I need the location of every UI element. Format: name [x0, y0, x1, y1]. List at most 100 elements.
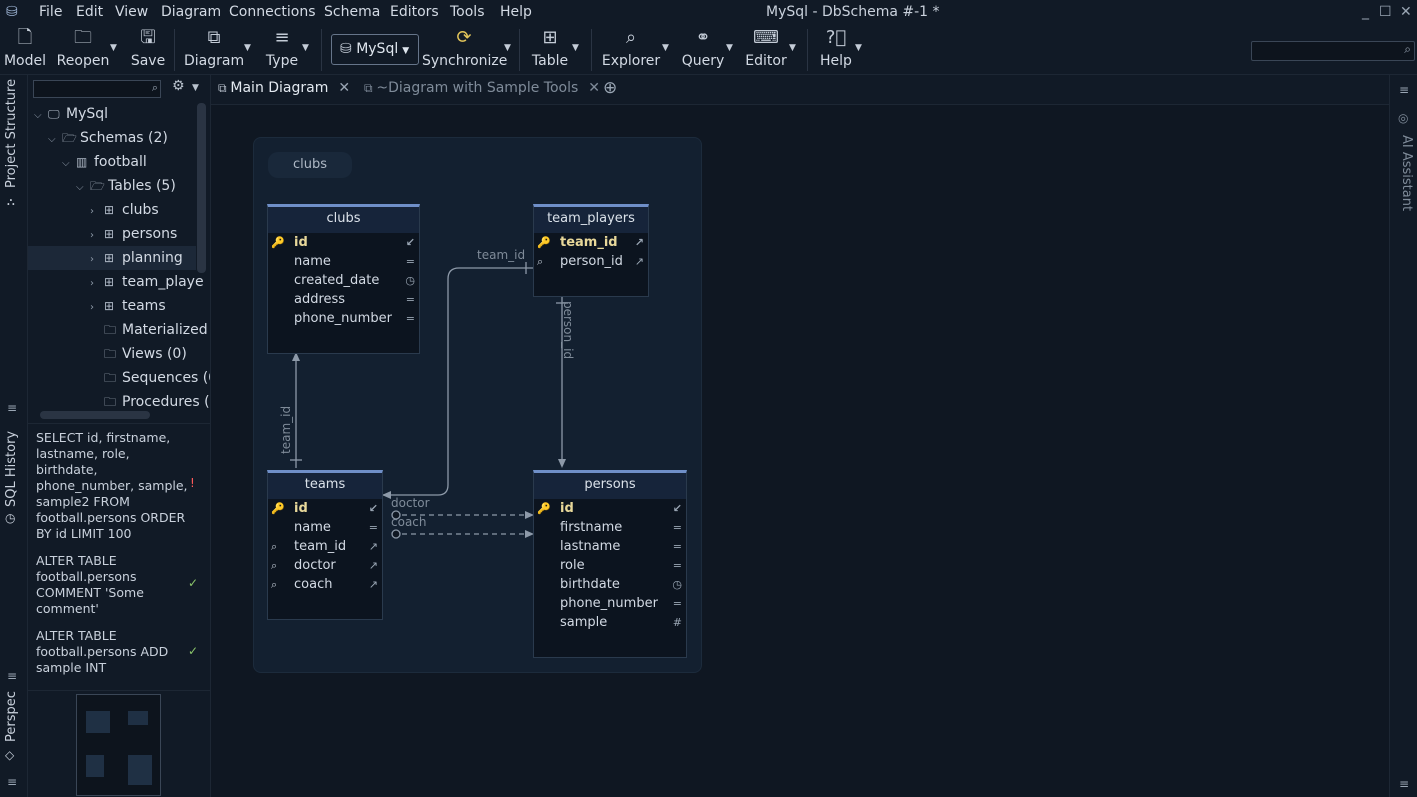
- perspectives-tab[interactable]: Perspec: [4, 691, 19, 742]
- tree-search-input[interactable]: ⌕: [33, 80, 161, 98]
- column-row[interactable]: firstname=: [560, 520, 682, 535]
- tree-horizontal-scrollbar[interactable]: [40, 411, 150, 419]
- sql-history-tab[interactable]: SQL History: [4, 430, 19, 507]
- tree-node-table-clubs[interactable]: ›⊞clubs: [90, 198, 159, 222]
- entity-title[interactable]: team_players: [534, 207, 648, 233]
- column-row[interactable]: ⌕coach↗: [271, 577, 378, 592]
- column-row[interactable]: phone_number=: [294, 311, 415, 326]
- column-row[interactable]: ⌕doctor↗: [271, 558, 378, 573]
- column-row[interactable]: birthdate◷: [560, 577, 682, 592]
- entity-clubs[interactable]: clubs 🔑id↙ name= created_date◷ address= …: [267, 204, 420, 354]
- column-row[interactable]: role=: [560, 558, 682, 573]
- tree-node-materialized-views[interactable]: 🗀Materialized V: [90, 318, 210, 342]
- query-button[interactable]: ⚭Query: [681, 27, 725, 69]
- fk-line-teamplayers-teams[interactable]: [383, 267, 533, 496]
- tree-node-tables[interactable]: ⌵🗁Tables (5): [76, 174, 176, 198]
- model-button[interactable]: 🗋Model: [3, 27, 47, 69]
- menu-lines-icon[interactable]: ≡: [1399, 83, 1410, 97]
- entity-persons[interactable]: persons 🔑id↙ firstname= lastname= role= …: [533, 470, 687, 658]
- entity-title[interactable]: teams: [268, 473, 382, 499]
- close-window-icon[interactable]: ✕: [1400, 4, 1412, 20]
- column-row[interactable]: name=: [294, 520, 378, 535]
- maximize-icon[interactable]: ☐: [1379, 4, 1392, 20]
- help-button[interactable]: ?⃝Help: [816, 25, 856, 75]
- tree-node-table-planning[interactable]: ›⊞planning: [28, 246, 196, 270]
- entity-title[interactable]: persons: [534, 473, 686, 499]
- column-row[interactable]: 🔑id↙: [271, 501, 378, 516]
- column-row[interactable]: 🔑id↙: [537, 501, 682, 516]
- menu-file[interactable]: File: [39, 4, 63, 20]
- diagram-minimap[interactable]: [76, 694, 161, 796]
- tree-node-schema-football[interactable]: ⌵▥football: [62, 150, 147, 174]
- sql-history-item[interactable]: SELECT id, firstname, lastname, role, bi…: [36, 430, 188, 541]
- save-button[interactable]: 🖫Save: [128, 25, 168, 75]
- help-dropdown-icon[interactable]: ▼: [855, 43, 862, 53]
- menu-tools[interactable]: Tools: [450, 4, 485, 20]
- column-row[interactable]: 🔑team_id↗: [537, 235, 644, 250]
- table-button[interactable]: ⊞Table: [528, 25, 572, 75]
- global-search-input[interactable]: ⌕: [1251, 41, 1415, 61]
- tree-vertical-scrollbar[interactable]: [197, 103, 206, 273]
- column-row[interactable]: created_date◷: [294, 273, 415, 288]
- column-row[interactable]: address=: [294, 292, 415, 307]
- group-label[interactable]: clubs: [268, 152, 352, 178]
- minimize-icon[interactable]: _: [1362, 4, 1369, 20]
- table-dropdown-icon[interactable]: ▼: [572, 43, 579, 53]
- diagram-button[interactable]: ⧉Diagram: [184, 27, 245, 69]
- menu-lines-icon[interactable]: ≡: [1399, 777, 1410, 791]
- diagram-dropdown-icon[interactable]: ▼: [244, 43, 251, 53]
- explorer-dropdown-icon[interactable]: ▼: [662, 43, 669, 53]
- entity-team-players[interactable]: team_players 🔑team_id↗ ⌕person_id↗: [533, 204, 649, 297]
- editor-dropdown-icon[interactable]: ▼: [789, 43, 796, 53]
- column-row[interactable]: phone_number=: [560, 596, 682, 611]
- column-row[interactable]: 🔑id↙: [271, 235, 415, 250]
- connection-select[interactable]: ⛁ MySql▼: [331, 34, 419, 65]
- column-row[interactable]: ⌕person_id↗: [537, 254, 644, 269]
- column-row[interactable]: name=: [294, 254, 415, 269]
- tree-node-views[interactable]: 🗀Views (0): [90, 342, 187, 366]
- type-dropdown-icon[interactable]: ▼: [302, 43, 309, 53]
- menu-view[interactable]: View: [115, 4, 149, 20]
- menu-edit[interactable]: Edit: [76, 4, 104, 20]
- menu-editors[interactable]: Editors: [390, 4, 439, 20]
- tree-node-schemas[interactable]: ⌵🗁Schemas (2): [48, 126, 168, 150]
- sql-history-item[interactable]: ALTER TABLE football.persons ADD sample …: [36, 628, 169, 675]
- close-tab-icon[interactable]: ✕: [588, 80, 600, 96]
- tree-node-sequences[interactable]: 🗀Sequences (0: [90, 366, 210, 390]
- diagram-canvas[interactable]: clubs team_id person_id team_id: [211, 105, 1389, 797]
- tab-main-diagram[interactable]: ⧉ Main Diagram✕: [218, 80, 351, 96]
- editor-button[interactable]: ⌨Editor: [745, 27, 787, 69]
- menu-lines-icon[interactable]: ≡: [7, 669, 18, 683]
- tree-node-table-persons[interactable]: ›⊞persons: [90, 222, 177, 246]
- synchronize-button[interactable]: ⟳Synchronize: [422, 27, 508, 69]
- ai-assistant-tab[interactable]: AI Assistant: [1399, 135, 1414, 212]
- tree-node-connection[interactable]: ⌵🖵MySql: [34, 102, 108, 126]
- tree-node-table-teams[interactable]: ›⊞teams: [90, 294, 166, 318]
- query-dropdown-icon[interactable]: ▼: [726, 43, 733, 53]
- sql-history-item[interactable]: ALTER TABLE football.persons COMMENT 'So…: [36, 553, 144, 616]
- settings-dropdown-icon[interactable]: ▼: [192, 83, 199, 93]
- column-row[interactable]: sample#: [560, 615, 682, 630]
- menu-lines-icon[interactable]: ≡: [7, 775, 18, 789]
- menu-schema[interactable]: Schema: [324, 4, 381, 20]
- add-tab-icon[interactable]: ⊕: [603, 78, 618, 98]
- reopen-dropdown-icon[interactable]: ▼: [110, 43, 117, 53]
- tab-diagram-sample-tools[interactable]: ⧉ ~Diagram with Sample Tools✕: [364, 80, 600, 96]
- explorer-button[interactable]: ⌕Explorer: [601, 27, 661, 69]
- gear-icon[interactable]: ⚙: [172, 78, 185, 94]
- menu-connections[interactable]: Connections: [229, 4, 316, 20]
- close-tab-icon[interactable]: ✕: [338, 80, 351, 96]
- synchronize-dropdown-icon[interactable]: ▼: [504, 43, 511, 53]
- project-structure-tab[interactable]: Project Structure: [4, 78, 19, 188]
- column-row[interactable]: lastname=: [560, 539, 682, 554]
- menu-diagram[interactable]: Diagram: [161, 4, 222, 20]
- entity-title[interactable]: clubs: [268, 207, 419, 233]
- menu-lines-icon[interactable]: ≡: [7, 401, 18, 415]
- menu-help[interactable]: Help: [500, 4, 532, 20]
- tree-node-table-team-players[interactable]: ›⊞team_playe: [90, 270, 204, 294]
- tree-node-procedures[interactable]: 🗀Procedures (0: [90, 390, 210, 414]
- entity-teams[interactable]: teams 🔑id↙ name= ⌕team_id↗ ⌕doctor↗ ⌕coa…: [267, 470, 383, 620]
- reopen-button[interactable]: 🗀Reopen: [56, 27, 110, 69]
- type-button[interactable]: ≡Type: [262, 25, 302, 75]
- column-row[interactable]: ⌕team_id↗: [271, 539, 378, 554]
